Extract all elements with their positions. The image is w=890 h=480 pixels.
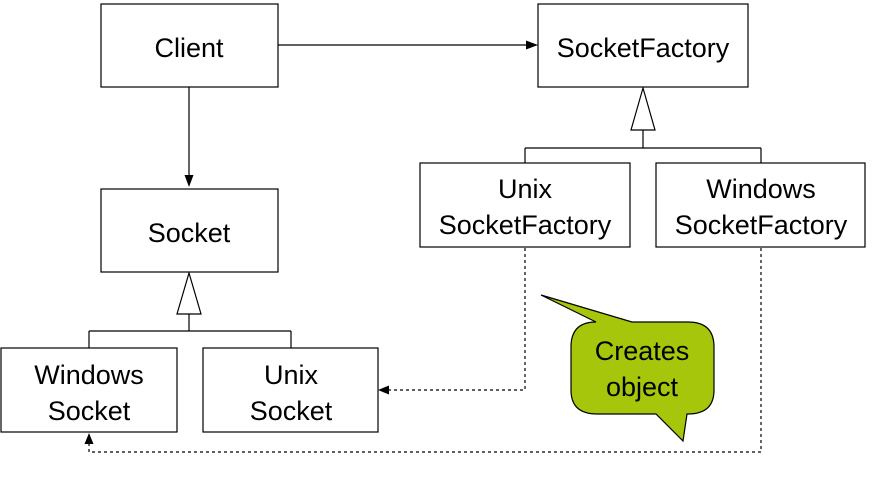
inheritance-triangle — [630, 85, 656, 131]
class-name-socket: Socket — [148, 218, 231, 248]
edge-unix-factory-creates-unix-socket — [378, 248, 526, 395]
class-name-unix-socket-factory-line-2: SocketFactory — [439, 210, 612, 240]
edge-windows-factory-creates-windows-socket — [84, 248, 762, 453]
class-box-unix-socket[interactable]: Unix Socket — [202, 347, 379, 433]
edge-sockets-inherit-socket — [88, 270, 292, 348]
inheritance-triangle — [176, 270, 202, 315]
class-box-windows-socket-factory[interactable]: Windows SocketFactory — [655, 162, 866, 248]
class-name-unix-socket-line-2: Socket — [250, 396, 333, 426]
creates-object-callout: Creates object — [540, 294, 715, 443]
class-name-socket-factory: SocketFactory — [557, 33, 730, 63]
callout-text-line-2: object — [606, 372, 679, 402]
edge-client-to-socket-factory — [278, 40, 538, 50]
class-box-socket-factory[interactable]: SocketFactory — [537, 3, 749, 88]
class-name-windows-socket-factory-line-2: SocketFactory — [675, 210, 848, 240]
edge-client-to-socket — [184, 87, 194, 187]
class-name-unix-socket-line-1: Unix — [264, 360, 319, 390]
class-name-client: Client — [154, 33, 224, 63]
class-box-socket[interactable]: Socket — [100, 188, 279, 273]
class-box-client[interactable]: Client — [100, 3, 279, 88]
class-name-windows-socket-factory-line-1: Windows — [706, 174, 816, 204]
edge-factories-inherit-socket-factory — [524, 85, 762, 163]
callout-text-line-1: Creates — [595, 336, 690, 366]
class-name-windows-socket-line-2: Socket — [48, 396, 131, 426]
class-box-unix-socket-factory[interactable]: Unix SocketFactory — [419, 162, 631, 248]
class-box-windows-socket[interactable]: Windows Socket — [0, 347, 178, 433]
callout-shape — [540, 294, 715, 443]
class-name-unix-socket-factory-line-1: Unix — [498, 174, 553, 204]
class-name-windows-socket-line-1: Windows — [34, 360, 144, 390]
